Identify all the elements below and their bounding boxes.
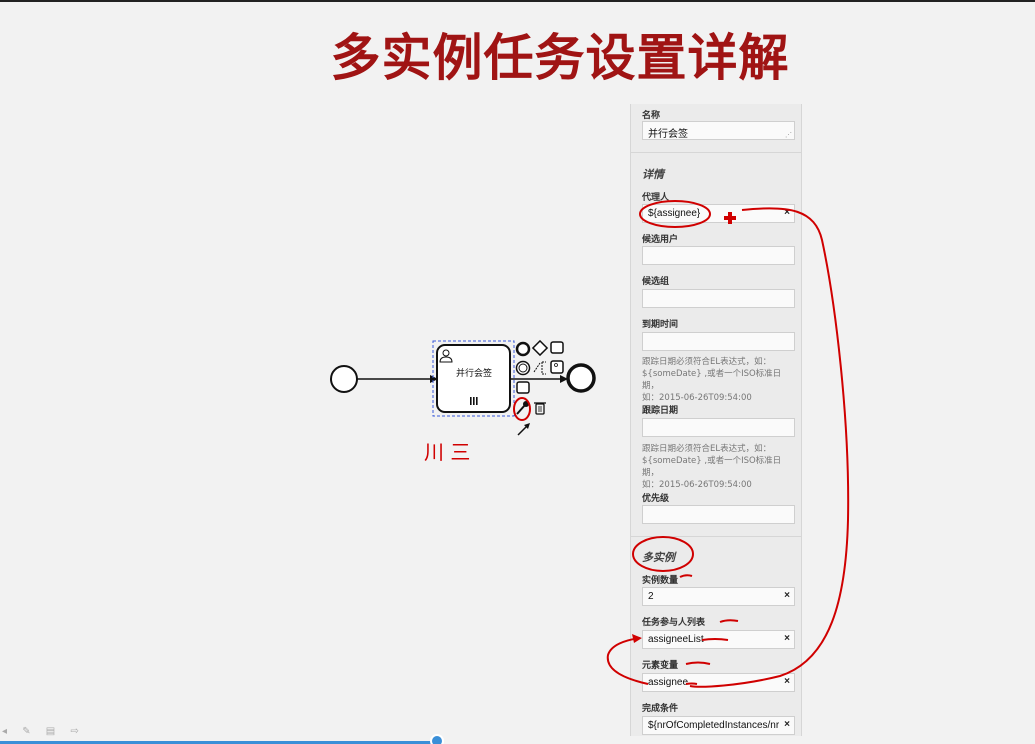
due-date-label: 到期时间 [642,320,679,330]
clear-element-variable-icon[interactable]: × [784,676,790,687]
due-date-hint-line: ${someDate} ,或者一个ISO标准日期， [642,369,782,391]
append-end-event-icon[interactable] [515,341,531,357]
assignee-value: ${assignee} [648,208,701,219]
due-date-input[interactable] [642,332,795,351]
annotation-circle-wrench [513,397,531,421]
text-annotation-icon[interactable] [533,361,546,375]
instance-count-value: 2 [648,591,654,602]
connect-arrow-icon[interactable] [517,423,530,436]
details-section-title: 详情 [642,168,664,181]
assignee-label: 代理人 [642,193,670,203]
instance-count-input[interactable]: 2 × [642,587,795,606]
task-label: 并行会签 [456,367,492,379]
clear-assignee-icon[interactable]: × [784,207,790,218]
completion-condition-label: 完成条件 [642,704,679,714]
user-icon [439,349,453,363]
intermediate-inner-ring [518,363,528,373]
player-controls: ◂ ✎ ▤ ⇨ [2,726,85,737]
handwritten-note: 川 三 [424,440,470,464]
priority-label: 优先级 [642,494,670,504]
context-pad [515,339,564,436]
due-date-hint: 跟踪日期必须符合EL表达式，如： ${someDate} ,或者一个ISO标准日… [642,356,797,404]
candidate-users-input[interactable] [642,246,795,265]
due-date-hint-line: 跟踪日期必须符合EL表达式，如： [642,357,772,367]
user-task-append-head [554,363,558,367]
top-border [0,0,1035,2]
clear-collection-icon[interactable]: × [784,633,790,644]
candidate-groups-label: 候选组 [642,277,670,287]
follow-up-date-hint: 跟踪日期必须符合EL表达式，如： ${someDate} ,或者一个ISO标准日… [642,443,797,491]
bpmn-canvas[interactable]: 并行会签 [0,0,630,744]
selection-outline [432,340,515,417]
append-intermediate-event-icon[interactable] [515,360,531,376]
start-event[interactable] [330,365,358,393]
follow-up-date-hint-line: 如：2015-06-26T09:54:00 [642,480,752,490]
end-event[interactable] [566,363,596,393]
collection-label: 任务参与人列表 [642,618,706,628]
follow-up-date-input[interactable] [642,418,795,437]
trash-icon[interactable] [534,402,546,415]
flow-arrowhead-in [430,375,438,383]
flow-arrowhead-out [560,375,568,383]
collection-value: assigneeList [648,634,704,645]
progress-bar[interactable] [0,741,440,744]
follow-up-date-hint-line: 跟踪日期必须符合EL表达式，如： [642,444,772,454]
parallel-multi-instance-marker [470,397,478,405]
assignee-input[interactable]: ${assignee} × [642,204,795,223]
divider [631,536,801,537]
slide-title: 多实例任务设置详解 [330,29,790,87]
completion-condition-value: ${nrOfCompletedInstances/nr [648,720,780,731]
name-label: 名称 [642,111,661,121]
divider [631,152,801,153]
multi-instance-section-title: 多实例 [642,551,675,564]
append-task-icon[interactable] [550,341,564,354]
follow-up-date-label: 跟踪日期 [642,406,679,416]
element-variable-input[interactable]: assignee × [642,673,795,692]
resize-grip-icon[interactable]: ⋰ [785,132,792,139]
user-task-append-icon[interactable] [550,360,564,374]
element-variable-label: 元素变量 [642,661,679,671]
user-task-parallel-countersign[interactable]: 并行会签 [436,344,511,413]
change-type-icon[interactable] [516,381,530,394]
completion-condition-input[interactable]: ${nrOfCompletedInstances/nr × [642,716,795,735]
collection-input[interactable]: assigneeList × [642,630,795,649]
follow-up-date-hint-line: ${someDate} ,或者一个ISO标准日期， [642,456,782,478]
wrench-icon[interactable] [516,401,529,415]
progress-knob[interactable] [430,734,444,744]
priority-input[interactable] [642,505,795,524]
properties-panel: 名称 并行会签 ⋰ 详情 代理人 ${assignee} × 候选用户 候选组 … [630,104,802,736]
candidate-users-label: 候选用户 [642,235,679,245]
name-textarea[interactable]: 并行会签 ⋰ [642,121,795,140]
element-variable-value: assignee [648,677,689,688]
name-value: 并行会签 [648,129,688,140]
clear-instance-count-icon[interactable]: × [784,590,790,601]
clear-completion-condition-icon[interactable]: × [784,719,790,730]
append-gateway-icon[interactable] [531,339,549,357]
instance-count-label: 实例数量 [642,576,679,586]
candidate-groups-input[interactable] [642,289,795,308]
